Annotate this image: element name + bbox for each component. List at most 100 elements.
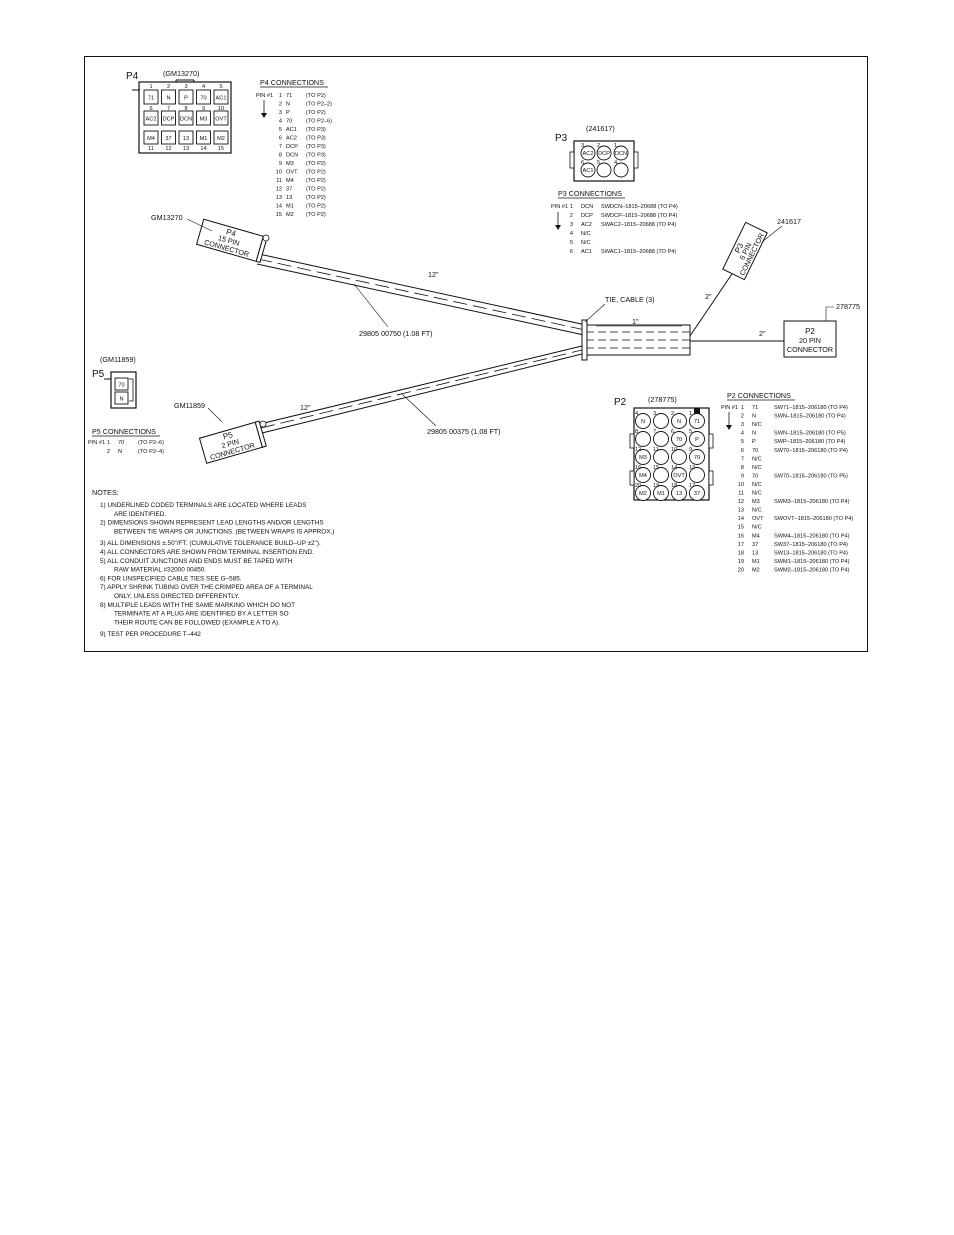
p4-cavity-label: 71 (148, 96, 154, 102)
p3-conn-dest: SWAC2–1815–20688 (TO P4) (601, 222, 676, 228)
p2-cavity (689, 485, 705, 501)
p2-cavity (635, 413, 651, 429)
p4-conn-dest: (TO P2–6) (306, 119, 332, 125)
p3-cavity-label: DCN (615, 151, 627, 157)
p2-cavity-label: M2 (639, 491, 647, 497)
p2-conn-wire: 71 (752, 405, 758, 411)
p2-conn-wire: N/C (752, 456, 762, 462)
p4-conn-wire: DCN (286, 153, 298, 159)
p2-cavity (653, 485, 669, 501)
p4-conn-pin: 14 (276, 204, 282, 210)
p2-conn-wire: 70 (752, 473, 758, 479)
p4-conn-wire: M3 (286, 161, 294, 167)
p3-conn-pin: 6 (570, 249, 573, 255)
p4-cavity (143, 89, 159, 105)
p4-conn-dest: (TO P2) (306, 178, 326, 184)
p4-cavity (213, 110, 229, 126)
p2-part-number: (278775) (648, 395, 677, 404)
p2-pin-number: 16 (635, 465, 641, 471)
p4-pin-number: 12 (165, 146, 171, 152)
p2-conn-wire: M3 (752, 499, 760, 505)
p3-conn-pin: 5 (570, 240, 573, 246)
note-line: BETWEEN TIE WRAPS OR JUNCTIONS. (BETWEEN… (114, 528, 334, 535)
upper-lead-length: 12" (428, 270, 439, 279)
p4-cavity-label: M3 (200, 117, 208, 123)
p4-conn-dest: (TO P2) (306, 187, 326, 193)
p2-pin-number: 7 (653, 429, 656, 435)
p2-conn-wire: N/C (752, 482, 762, 488)
p4-cavity (161, 110, 176, 126)
p2-conn-pin: 17 (738, 542, 744, 548)
p3-pin1-label: PIN #1 (551, 204, 568, 210)
drawing-frame (84, 56, 868, 652)
p4-pin-number: 5 (219, 84, 222, 90)
p3-conn-pin: 2 (570, 213, 573, 219)
p5-conn-wire: 70 (118, 440, 124, 446)
p4-pin-number: 4 (202, 84, 205, 90)
p2-cavity (635, 467, 651, 483)
p5-part-number: (GM11859) (100, 355, 136, 364)
p2-conn-pin: 7 (741, 456, 744, 462)
p4-cavity (196, 110, 211, 126)
lower-lead-part: 29805 00375 (1.08 FT) (427, 427, 501, 436)
p4-conn-dest: (TO P3) (306, 136, 326, 142)
p4-conn-pin: 11 (276, 178, 282, 184)
notes-title: NOTES: (92, 488, 119, 497)
p2-conn-pin: 19 (738, 559, 744, 565)
p4-pin-number: 11 (148, 146, 154, 152)
p3-cavity (580, 145, 596, 161)
p3-cavity-label: AC1 (583, 168, 594, 174)
p4-conn-pin: 8 (279, 153, 282, 159)
p4-conn-dest: (TO P2–2) (306, 102, 332, 108)
p2-cavity (689, 413, 705, 429)
p2-conn-dest: SWN–1815–206180 (TO P4) (774, 414, 846, 420)
p3-lead-length: 2" (705, 292, 712, 301)
p3-body-label: P3 (733, 241, 746, 254)
p2-conn-pin: 5 (741, 439, 744, 445)
p3-pin-number: 5 (597, 160, 600, 166)
p4-pin-number: 15 (218, 146, 224, 152)
p4-conn-wire: 37 (286, 187, 292, 193)
p2-cavity (671, 467, 687, 483)
p2-conn-wire: N/C (752, 525, 762, 531)
p4-pin-number: 3 (184, 84, 187, 90)
p4-pin-number: 13 (183, 146, 189, 152)
p2-pin-number: 18 (671, 483, 677, 489)
p3-conn-dest: SWDCP–1815–20688 (TO P4) (601, 213, 678, 219)
trunk-length: 1" (632, 317, 639, 326)
p2-pin-number: 3 (653, 411, 656, 417)
p2-conn-wire: 70 (752, 448, 758, 454)
p4-conn-pin: 15 (276, 212, 282, 218)
p3-conn-wire: DCN (581, 204, 593, 210)
p4-pin-number: 2 (167, 84, 170, 90)
p2-body-pins: 20 PIN (799, 336, 821, 345)
p4-pin1-label: PIN #1 (256, 93, 273, 99)
p2-pin-number: 2 (671, 411, 674, 417)
p2-pin-number: 20 (635, 483, 641, 489)
p4-conn-wire: 70 (286, 119, 292, 125)
p2-conn-pin: 9 (741, 473, 744, 479)
p4-label: P4 (126, 71, 139, 82)
p2-conn-pin: 11 (738, 491, 744, 497)
p4-cavity (178, 89, 194, 105)
p4-part-number: (GM13270) (163, 69, 199, 78)
p2-conn-dest: SWP–1815–206180 (TO P4) (774, 439, 846, 445)
p4-conn-dest: (TO P3) (306, 153, 326, 159)
p2-pin-number: 5 (689, 429, 692, 435)
p4-cavity-label: AC1 (216, 96, 227, 102)
p2-pin-number: 4 (635, 411, 638, 417)
p3-cavity (613, 145, 629, 161)
p3-pin-number: 1 (614, 143, 617, 149)
p4-conn-wire: OVT (286, 170, 298, 176)
p4-conn-pin: 13 (276, 195, 282, 201)
p3-pin-number: 2 (597, 143, 600, 149)
p4-conn-dest: (TO P3) (306, 144, 326, 150)
p4-conn-pin: 5 (279, 127, 282, 133)
p3-connections-title: P3 CONNECTIONS (558, 189, 622, 198)
p4-conn-dest: (TO P3) (306, 127, 326, 133)
p5-pin1-label: PIN #1 (88, 440, 105, 446)
p2-cavity (653, 449, 669, 465)
note-line: 1) UNDERLINED CODED TERMINALS ARE LOCATE… (100, 502, 306, 509)
